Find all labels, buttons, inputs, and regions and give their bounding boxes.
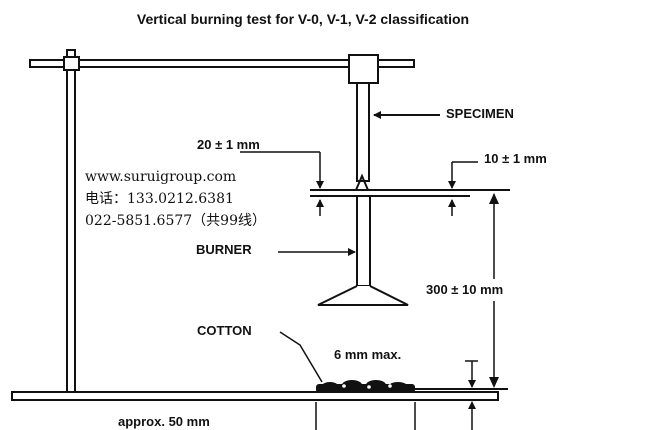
- stand-arm: [29, 59, 415, 68]
- flame-tip: [355, 173, 369, 191]
- height-arrow-top: [489, 193, 499, 204]
- specimen-bar: [356, 82, 370, 182]
- watermark-website: www.suruigroup.com: [85, 169, 236, 185]
- flame-label: 10 ± 1 mm: [484, 151, 547, 166]
- height-label: 300 ± 10 mm: [426, 282, 503, 297]
- cotton-leader: [279, 331, 323, 383]
- pole-clamp: [63, 56, 80, 71]
- cotton-width-label: approx. 50 mm: [118, 414, 210, 429]
- watermark-phone: 电话：133.0212.6381: [85, 191, 234, 207]
- diagram-title: Vertical burning test for V-0, V-1, V-2 …: [137, 11, 469, 27]
- burner-label: BURNER: [196, 242, 252, 257]
- burner-base: [317, 285, 409, 306]
- watermark-landline: 022-5851.6577（共99线）: [85, 213, 266, 229]
- specimen-clamp: [348, 54, 379, 84]
- gap-top-label: 20 ± 1 mm: [197, 137, 260, 152]
- base-plate: [11, 391, 499, 401]
- cotton-thickness-label: 6 mm max.: [334, 347, 401, 362]
- stand-pole: [66, 49, 76, 393]
- cotton-wad: [316, 380, 415, 393]
- height-arrow-bottom: [489, 377, 499, 388]
- burner-tube: [356, 195, 371, 287]
- specimen-label: SPECIMEN: [446, 106, 514, 121]
- cotton-width-label-bg: [112, 412, 282, 430]
- cotton-label: COTTON: [197, 323, 252, 338]
- height-label-bg: [420, 279, 570, 301]
